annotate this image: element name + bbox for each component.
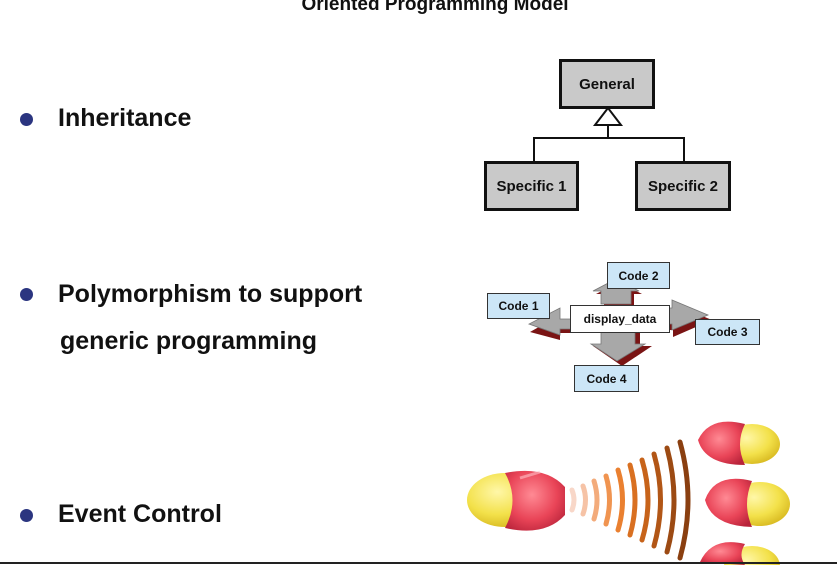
slide-bottom-border [0, 562, 837, 564]
receiver-bulb-top-icon [698, 421, 780, 465]
uml-specific-2-box: Specific 2 [635, 161, 731, 211]
bullet-event-control: Event Control [58, 500, 222, 528]
display-data-box: display_data [570, 305, 670, 333]
code-3-box: Code 3 [695, 319, 760, 345]
bullet-dot-inheritance [20, 113, 33, 126]
code-2-box: Code 2 [607, 262, 670, 289]
code-4-box: Code 4 [574, 365, 639, 392]
bullet-dot-polymorphism [20, 288, 33, 301]
uml-specific-1-box: Specific 1 [484, 161, 579, 211]
receiver-bulb-middle-icon [705, 478, 790, 527]
slide-title: Oriented Programming Model [301, 0, 569, 15]
code-1-box: Code 1 [487, 293, 550, 319]
signal-waves-icon [569, 439, 691, 561]
bullet-polymorphism: Polymorphism to support [58, 280, 363, 308]
bullet-dot-event-control [20, 509, 33, 522]
sender-bulb-icon [467, 470, 565, 531]
bullet-polymorphism-continuation: generic programming [60, 327, 317, 355]
bullet-inheritance: Inheritance [58, 104, 192, 132]
arrow-down [589, 330, 647, 362]
uml-general-box: General [559, 59, 655, 109]
generalization-triangle [592, 106, 624, 126]
receiver-bulb-bottom-icon [700, 542, 780, 565]
